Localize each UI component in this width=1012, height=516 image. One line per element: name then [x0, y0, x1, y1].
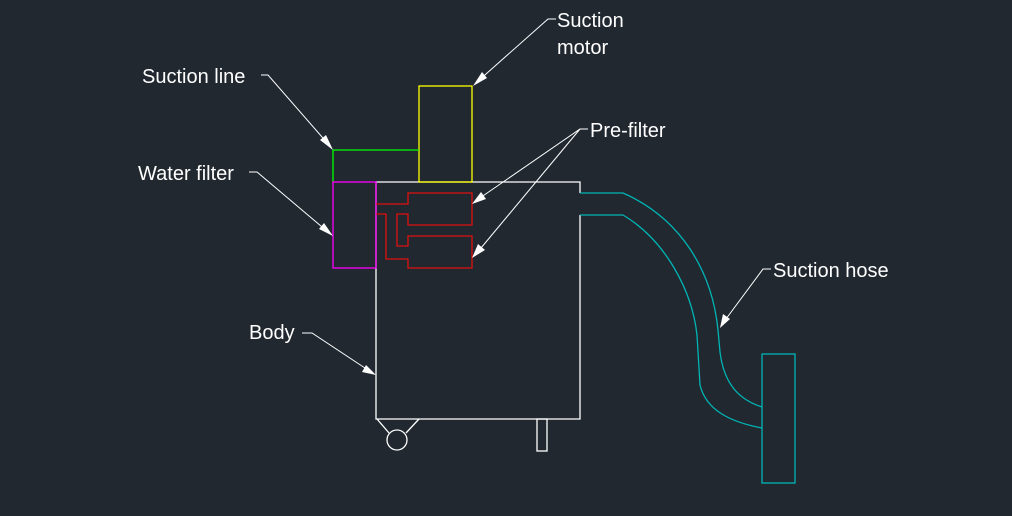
arrowhead-suction-line	[320, 135, 333, 150]
suction-line-part	[332, 149, 419, 182]
body-part	[375, 181, 581, 452]
label-suction-motor-line2: motor	[557, 37, 608, 59]
label-pre-filter: Pre-filter	[590, 120, 666, 142]
arrowhead-pre-filter-bottom	[472, 244, 485, 258]
leader-suction-line	[261, 74, 330, 146]
arrowhead-body	[362, 365, 376, 375]
wheel	[386, 429, 408, 451]
body-outline	[375, 181, 581, 420]
label-water-filter: Water filter	[138, 163, 234, 185]
wheel-bracket-right	[405, 418, 420, 434]
leader-water-filter	[249, 171, 329, 233]
hose-inner-wall	[580, 214, 763, 429]
suction-motor-part	[418, 85, 473, 183]
leader-body	[302, 332, 372, 373]
hose-nozzle	[761, 353, 796, 484]
arrowhead-pre-filter-top	[472, 192, 486, 204]
leaders	[249, 18, 771, 375]
arrowhead-water-filter	[319, 223, 333, 236]
label-suction-line: Suction line	[142, 66, 245, 88]
label-body: Body	[249, 322, 295, 344]
hose-outer-wall	[580, 192, 763, 408]
water-filter-part	[332, 181, 377, 269]
wheel-bracket-left	[376, 418, 390, 434]
arrowhead-suction-hose	[720, 314, 730, 328]
support-leg	[536, 418, 548, 452]
pre-filter-part	[376, 192, 473, 269]
leader-pre-filter-bottom	[475, 128, 581, 255]
leader-suction-hose	[722, 268, 771, 324]
suction-hose-part	[580, 192, 796, 484]
label-suction-hose: Suction hose	[773, 260, 889, 282]
arrowhead-suction-motor	[473, 72, 487, 86]
leader-suction-motor	[476, 18, 556, 83]
label-suction-motor-line1: Suction	[557, 10, 624, 32]
